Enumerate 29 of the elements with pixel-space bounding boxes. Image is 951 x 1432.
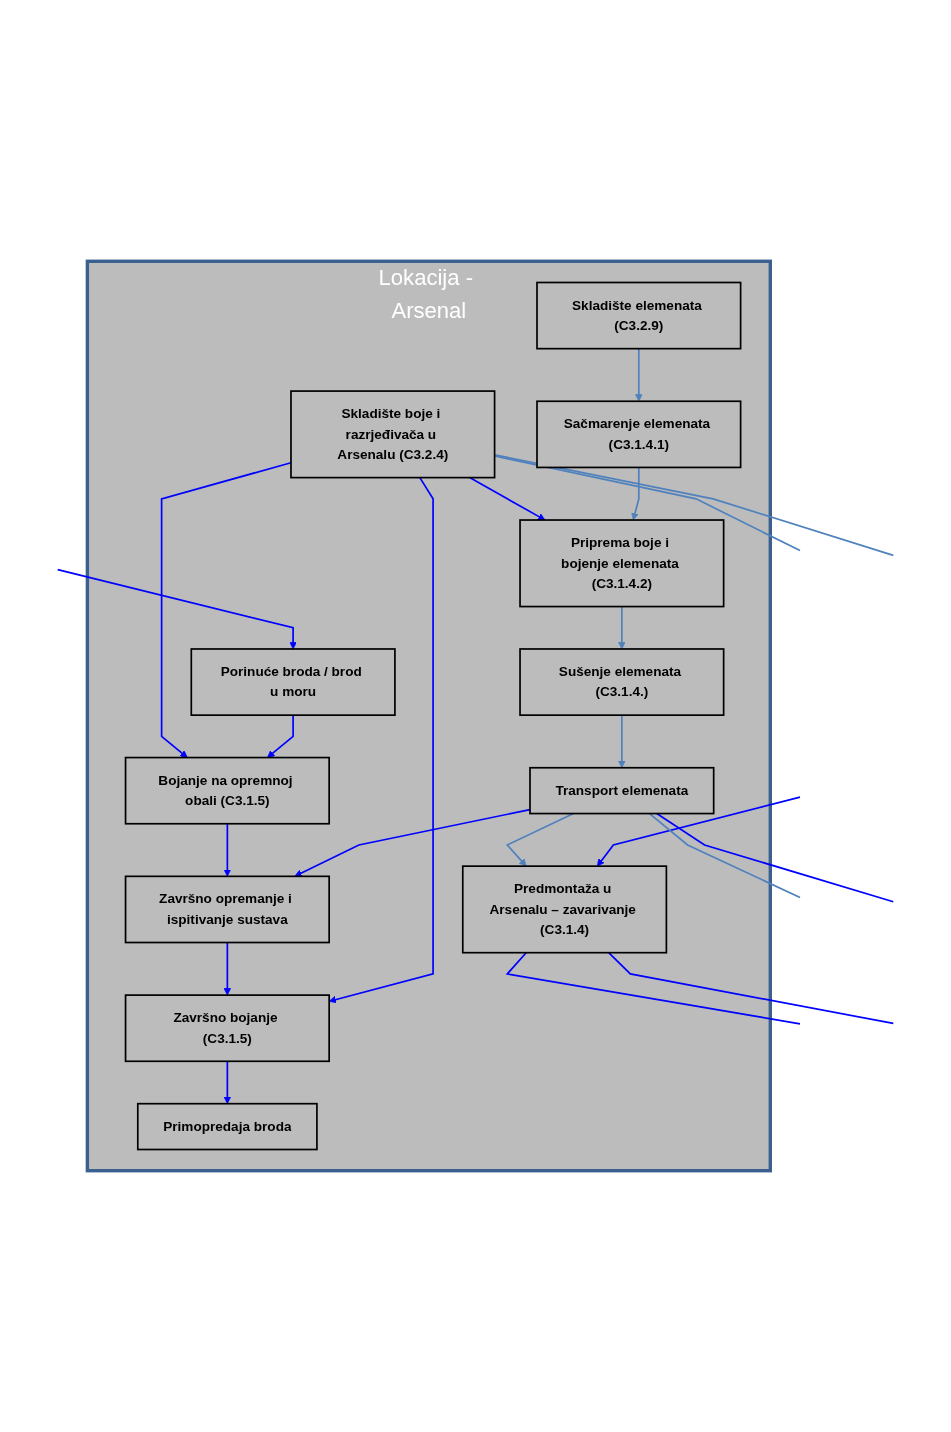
process-box: Predmontaža u Arsenalu – zavarivanje (C3.1.4): [461, 865, 668, 954]
arrow: [223, 822, 232, 877]
arrow: [56, 568, 297, 650]
arrow: [618, 605, 626, 650]
process-box: Završno opremanje i ispitivanje sustava: [124, 875, 330, 944]
process-box: Transport elemenata: [529, 766, 715, 815]
process-box: Primopredaja broda: [136, 1102, 318, 1151]
connector-line: [505, 951, 801, 1025]
connector-line: [655, 812, 895, 903]
process-box: Porinuće broda / brod u moru: [190, 648, 396, 716]
arrow: [267, 714, 294, 758]
arrow: [631, 466, 640, 521]
arrow: [468, 476, 546, 521]
arrow: [223, 941, 232, 996]
arrow: [505, 812, 575, 867]
arrow: [294, 808, 531, 877]
process-box: Skladište boje i razrjeđivača u Arsenalu (C3.2.4): [290, 390, 496, 479]
connector-line: [648, 812, 801, 899]
arrow: [618, 714, 626, 769]
arrow: [223, 1060, 232, 1105]
process-box: Završno bojanje (C3.1.5): [124, 994, 330, 1063]
process-box: Skladište elemenata (C3.2.9): [536, 281, 742, 350]
arrow: [596, 796, 801, 867]
process-box: Bojanje na opremnoj obali (C3.1.5): [124, 756, 330, 825]
process-box: Sačmarenje elemenata (C3.1.4.1): [536, 400, 742, 469]
process-box: Sušenje elemenata (C3.1.4.): [519, 648, 725, 716]
process-box: Priprema boje i bojenje elemenata (C3.1.4.2): [519, 519, 725, 608]
connector-line: [607, 951, 895, 1025]
arrow: [635, 347, 643, 402]
